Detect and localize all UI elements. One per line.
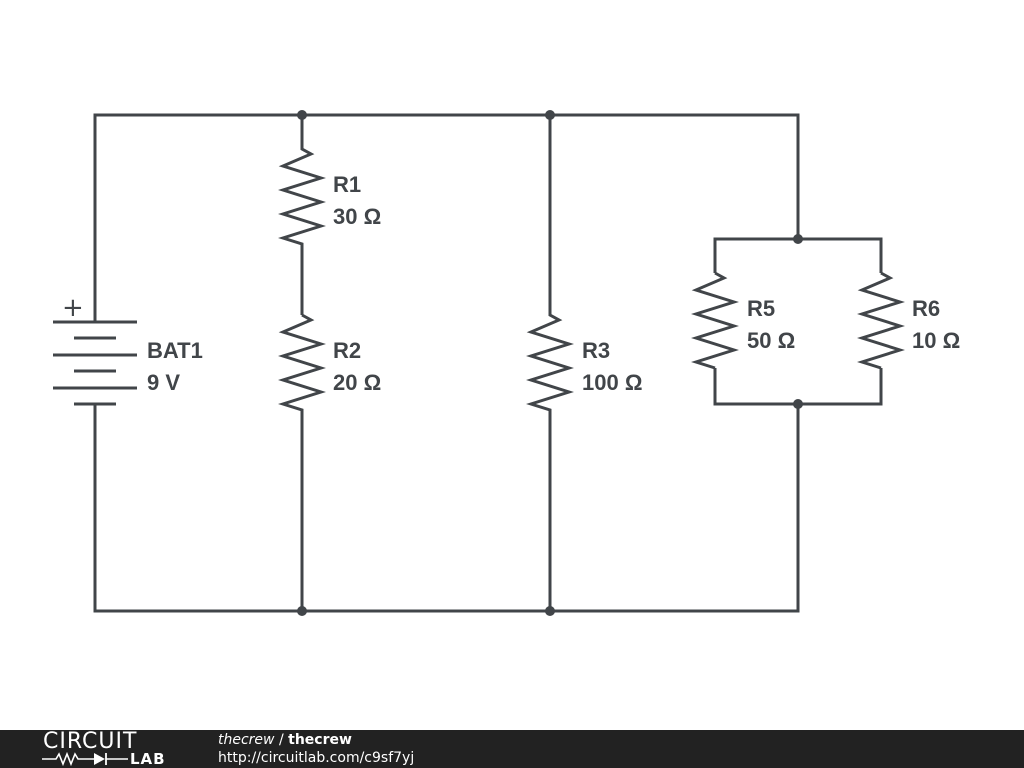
author-link[interactable]: thecrew xyxy=(218,732,275,748)
r1-label: R1 xyxy=(333,172,361,197)
resistor-r5 xyxy=(691,271,739,370)
junction-node xyxy=(793,234,803,244)
r5-label: R5 xyxy=(747,296,775,321)
bat1-value: 9 V xyxy=(147,370,180,395)
r2-value: 20 Ω xyxy=(333,370,381,395)
resistor-diode-icon xyxy=(42,752,128,766)
r3-label: R3 xyxy=(582,338,610,363)
circuit-url-link[interactable]: http://circuitlab.com/c9sf7yj xyxy=(218,750,415,766)
r2-label: R2 xyxy=(333,338,361,363)
wire-battery-bottom xyxy=(93,404,800,613)
circuit-schematic: + BAT1 9 V R1 30 Ω R2 20 Ω R3 100 Ω R5 5… xyxy=(53,110,960,616)
junction-node xyxy=(297,606,307,616)
r6-label: R6 xyxy=(912,296,940,321)
junction-node xyxy=(545,110,555,120)
credit-separator: / xyxy=(274,732,289,748)
r5-value: 50 Ω xyxy=(747,328,795,353)
r1-value: 30 Ω xyxy=(333,204,381,229)
junction-node xyxy=(793,399,803,409)
wire-parallel-bottom xyxy=(713,368,883,406)
bat1-label: BAT1 xyxy=(147,338,203,363)
battery-bat1: + xyxy=(53,293,137,406)
junction-node xyxy=(545,606,555,616)
logo-text-lab: LAB xyxy=(130,750,166,768)
circuit-title-link[interactable]: thecrew xyxy=(288,732,352,748)
battery-plus-mark: + xyxy=(62,293,84,323)
resistor-r2 xyxy=(278,313,326,611)
circuitlab-logo[interactable]: CIRCUIT LAB xyxy=(40,730,180,768)
wire-battery-top xyxy=(93,113,800,322)
logo-text-circuit: CIRCUIT xyxy=(43,729,138,754)
r3-value: 100 Ω xyxy=(582,370,642,395)
resistor-r6 xyxy=(857,271,905,370)
resistor-r1 xyxy=(278,115,326,315)
credit-line: thecrew / thecrew xyxy=(218,731,352,749)
footer-bar: CIRCUIT LAB thecrew / thecrew http://cir… xyxy=(0,730,1024,768)
r6-value: 10 Ω xyxy=(912,328,960,353)
junction-node xyxy=(297,110,307,120)
resistor-r3 xyxy=(526,115,574,611)
wire-parallel-top xyxy=(713,237,883,273)
